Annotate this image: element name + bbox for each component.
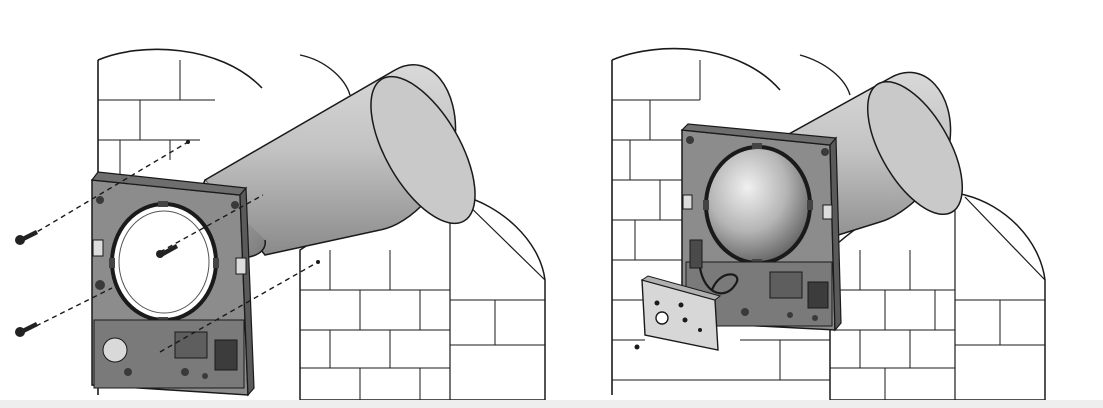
control-board-cover (640, 275, 722, 351)
dashed-guide-lines (27, 141, 319, 353)
panel-right (611, 47, 1046, 401)
panel-left (15, 47, 546, 401)
mounting-frame (680, 123, 842, 332)
screw-icon (15, 322, 38, 337)
screw-icon (634, 344, 640, 350)
screw-icon (678, 302, 684, 308)
mounting-frame (90, 171, 255, 397)
guide-endpoint (186, 140, 190, 144)
screw-icon (156, 244, 178, 258)
guide-endpoint (316, 260, 320, 264)
bottom-strip (0, 400, 1103, 408)
screw-icon (15, 230, 38, 245)
brick-wall (97, 47, 546, 401)
